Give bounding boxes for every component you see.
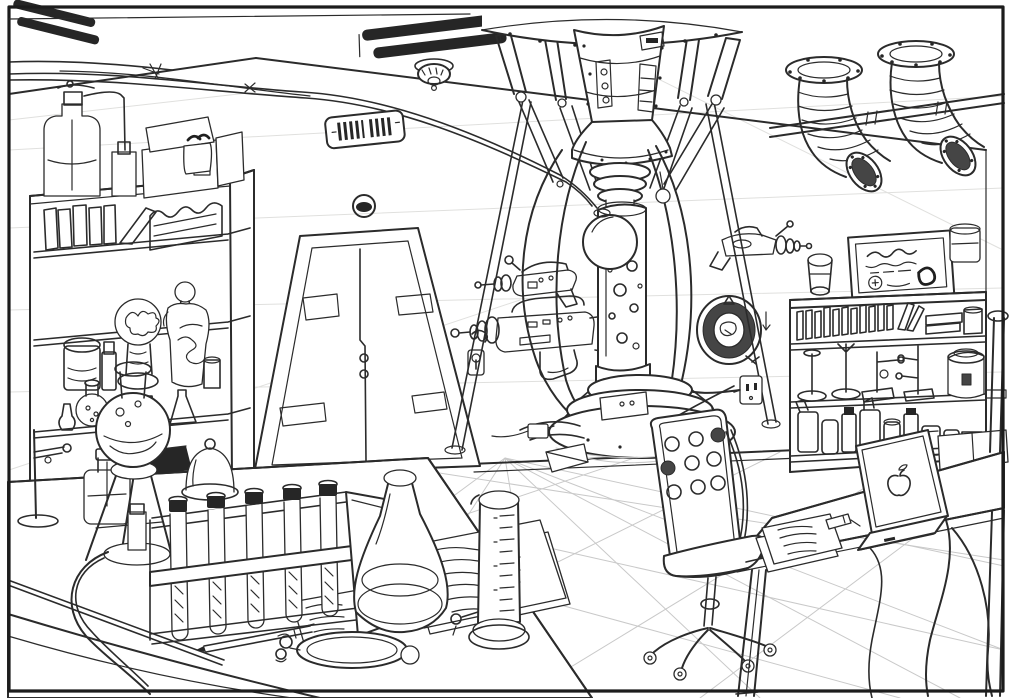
- bell-dome[interactable]: [181, 438, 239, 501]
- shelf-top-canister: [949, 223, 981, 263]
- clamp-stand[interactable]: [17, 429, 72, 528]
- laptop-cables: [868, 519, 993, 698]
- stir-rod: [7, 579, 225, 666]
- ceiling-cables: [8, 60, 598, 209]
- shelf-books-right: [796, 302, 983, 341]
- erlenmeyer: [353, 469, 449, 634]
- wall-lamp: [352, 194, 376, 218]
- cup: [807, 253, 833, 296]
- porthole-mount: [696, 295, 771, 365]
- ceiling-pipe: [769, 93, 1005, 138]
- certificate: [847, 229, 956, 302]
- laptop: [855, 429, 949, 551]
- boiling-rig: [70, 361, 173, 695]
- ray-gun-small: [474, 255, 578, 308]
- graduated-cylinder: [450, 490, 530, 650]
- smoke-detector: [414, 58, 454, 91]
- table-papers: [755, 513, 843, 573]
- office-chair: [643, 408, 777, 681]
- test-tubes: [168, 479, 339, 641]
- frame-border: [7, 5, 1005, 693]
- anatomy-bust: [162, 281, 210, 388]
- shelf-canister: [947, 348, 985, 399]
- lab-stands: [797, 343, 935, 403]
- shelf-books: [43, 202, 223, 251]
- scifi-door: [253, 227, 481, 475]
- ceiling-duct-right: [877, 40, 985, 177]
- storage-boxes: [111, 116, 245, 199]
- apple-logo: [887, 464, 911, 497]
- ray-gun-right: [709, 220, 813, 271]
- pen[interactable]: [196, 623, 315, 653]
- wall-vent: [324, 109, 406, 150]
- ceiling-duct-left: [785, 56, 891, 193]
- siphon-bottle: [43, 80, 126, 197]
- magnifier[interactable]: [275, 631, 420, 669]
- usb-stick[interactable]: [825, 513, 861, 530]
- door-wedge: [545, 443, 589, 473]
- gas-hose: [70, 551, 151, 695]
- doom-machine: [444, 8, 781, 464]
